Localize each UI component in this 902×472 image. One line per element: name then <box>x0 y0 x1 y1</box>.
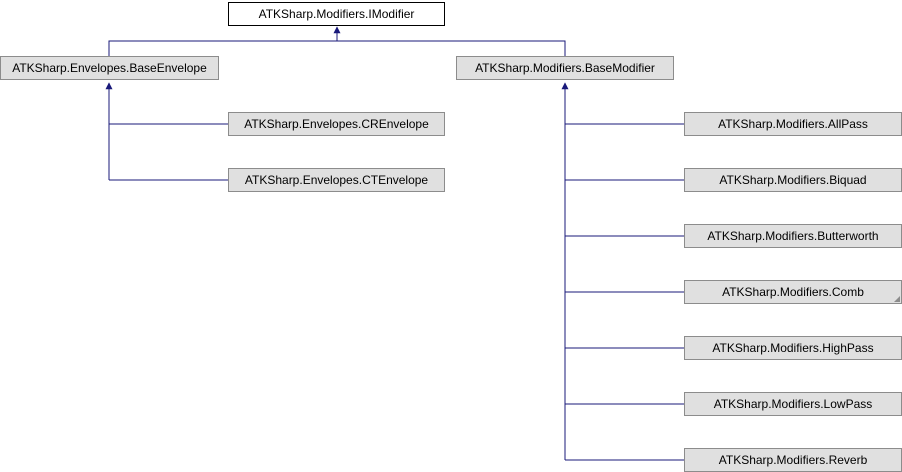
node-comb[interactable]: ATKSharp.Modifiers.Comb <box>684 280 902 304</box>
node-imodifier: ATKSharp.Modifiers.IModifier <box>228 2 445 26</box>
node-base-envelope[interactable]: ATKSharp.Envelopes.BaseEnvelope <box>0 56 219 80</box>
edge-basemodifier-to-imodifier <box>337 40 566 56</box>
edge-baseenvelope-to-imodifier <box>108 26 341 56</box>
node-ct-envelope[interactable]: ATKSharp.Envelopes.CTEnvelope <box>228 168 445 192</box>
node-cr-envelope[interactable]: ATKSharp.Envelopes.CREnvelope <box>228 112 445 136</box>
node-reverb[interactable]: ATKSharp.Modifiers.Reverb <box>684 448 902 472</box>
node-base-modifier[interactable]: ATKSharp.Modifiers.BaseModifier <box>456 56 674 80</box>
node-butterworth[interactable]: ATKSharp.Modifiers.Butterworth <box>684 224 902 248</box>
node-allpass[interactable]: ATKSharp.Modifiers.AllPass <box>684 112 902 136</box>
node-highpass[interactable]: ATKSharp.Modifiers.HighPass <box>684 336 902 360</box>
node-biquad[interactable]: ATKSharp.Modifiers.Biquad <box>684 168 902 192</box>
node-lowpass[interactable]: ATKSharp.Modifiers.LowPass <box>684 392 902 416</box>
